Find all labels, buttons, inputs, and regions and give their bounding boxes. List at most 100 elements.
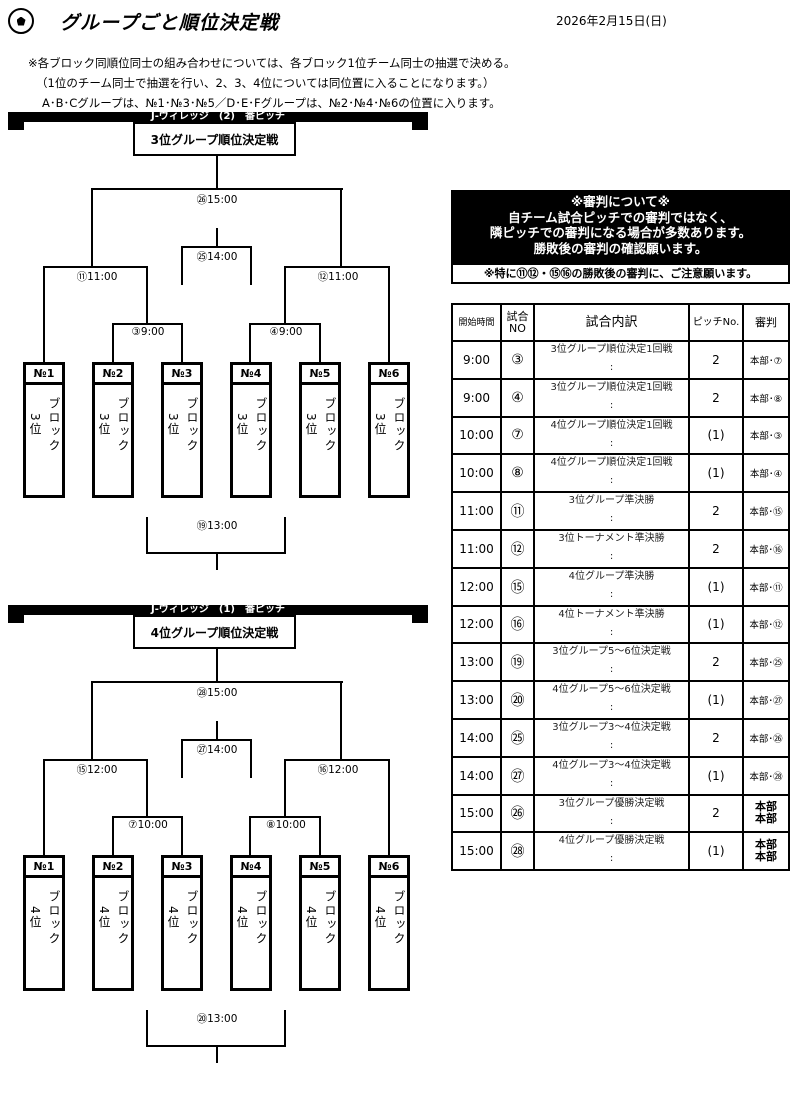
bar-leg (412, 605, 428, 623)
slot-number: №3 (164, 365, 200, 385)
bracket-line (216, 552, 218, 570)
bracket-line (43, 266, 45, 362)
notice-line: 隣ピッチでの審判になる場合が多数あります。 (489, 225, 752, 240)
start-time: 11:00 (451, 491, 502, 531)
bracket-line (284, 266, 390, 268)
bracket-title: 4位グループ順位決定戦 (133, 615, 296, 649)
match-score-separator: : (609, 475, 614, 487)
block-label: ブロック (323, 397, 337, 453)
bracket-line (284, 759, 390, 761)
bracket-line (181, 246, 252, 248)
match-name: 4位グループ準決勝 (568, 570, 655, 582)
bracket-line (249, 323, 251, 362)
match-score-separator: : (609, 513, 614, 525)
pitch-number: 2 (688, 340, 744, 380)
bracket-line (181, 246, 183, 285)
match-content: 3位グループ5～6位決定戦: (533, 642, 690, 683)
match-number: ⑲ (500, 642, 535, 683)
team-slot: №6 ブロック 3位 (368, 362, 410, 498)
slot-number: №5 (302, 365, 338, 385)
pitch-header-bar (8, 112, 428, 122)
match-content: 4位グループ順位決定1回戦: (533, 415, 690, 456)
bracket-line (216, 648, 218, 682)
bracket-line (112, 816, 114, 855)
col-referee: 審判 (742, 303, 790, 342)
pitch-number: (1) (688, 415, 744, 456)
pitch-label: J-ヴィレッジ (2) 番ピッチ (151, 111, 285, 122)
bracket-line (249, 323, 321, 325)
bracket-line (181, 739, 252, 741)
pitch-number: (1) (688, 453, 744, 494)
match-label: ⑮12:00 (76, 764, 118, 776)
bracket-line (91, 188, 93, 268)
match-name: 3位グループ優勝決定戦 (558, 797, 665, 809)
bracket-line (146, 1010, 148, 1047)
notice-line: 自チーム試合ピッチでの審判ではなく、 (508, 209, 733, 225)
block-label: ブロック (47, 890, 61, 946)
match-score-separator: : (609, 626, 614, 638)
match-name: 4位グループ3～4位決定戦 (552, 759, 671, 771)
match-label: ㉕14:00 (196, 251, 238, 263)
bracket-line (284, 266, 286, 324)
bracket-line (216, 1045, 218, 1063)
bracket-title: 3位グループ順位決定戦 (133, 122, 296, 156)
match-label: ㉖15:00 (196, 194, 238, 206)
match-content: 3位グループ3～4位決定戦: (533, 717, 690, 758)
slot-number: №1 (26, 365, 62, 385)
block-label: ブロック (116, 397, 130, 453)
bar-leg (412, 112, 428, 130)
match-name: 4位グループ順位決定1回戦 (550, 457, 673, 469)
match-score-separator: : (609, 702, 614, 714)
match-content: 3位グループ順位決定1回戦: (533, 340, 690, 380)
bar-leg (8, 605, 24, 623)
block-label: ブロック (392, 397, 406, 453)
bracket-line (249, 816, 251, 855)
start-time: 15:00 (451, 831, 502, 872)
slot-number: №6 (371, 365, 407, 385)
col-no: 試合NO (500, 303, 535, 342)
rank-label: 3位 (373, 413, 387, 437)
match-content: 3位トーナメント準決勝: (533, 528, 690, 569)
pitch-number: (1) (688, 566, 744, 607)
match-score-separator: : (609, 550, 614, 562)
match-number: ⑯ (500, 604, 535, 645)
bracket-line (181, 816, 183, 855)
start-time: 9:00 (451, 340, 502, 380)
referee: 本部･㉖ (742, 717, 790, 758)
bracket-line (91, 681, 343, 683)
rank-label: 4位 (166, 906, 180, 930)
rank-label: 4位 (97, 906, 111, 930)
pitch-number: (1) (688, 604, 744, 645)
bracket-line (112, 323, 183, 325)
match-score-separator: : (609, 588, 614, 600)
pitch-number: 2 (688, 491, 744, 531)
referee: 本部･④ (742, 453, 790, 494)
match-number: ⑪ (500, 491, 535, 531)
match-score-separator: : (609, 664, 614, 676)
notice-line: ※審判について※ (571, 194, 670, 209)
match-content: 4位グループ順位決定1回戦: (533, 453, 690, 494)
note-line: A･B･Cグループは、№1･№3･№5／D･E･Fグループは、№2･№4･№6の… (42, 96, 501, 110)
match-score-separator: : (609, 399, 614, 411)
referee: 本部･㉗ (742, 680, 790, 720)
match-label: ⑫11:00 (317, 271, 359, 283)
rank-label: 3位 (28, 413, 42, 437)
bracket-line (43, 266, 148, 268)
pitch-number: (1) (688, 831, 744, 872)
match-number: ㉘ (500, 831, 535, 872)
bracket-line (216, 228, 218, 247)
bracket-line (112, 323, 114, 362)
referee: 本部･㉕ (742, 642, 790, 683)
match-content: 3位グループ優勝決定戦: (533, 793, 690, 834)
match-score-separator: : (609, 739, 614, 751)
bracket-line (91, 188, 343, 190)
start-time: 13:00 (451, 680, 502, 720)
